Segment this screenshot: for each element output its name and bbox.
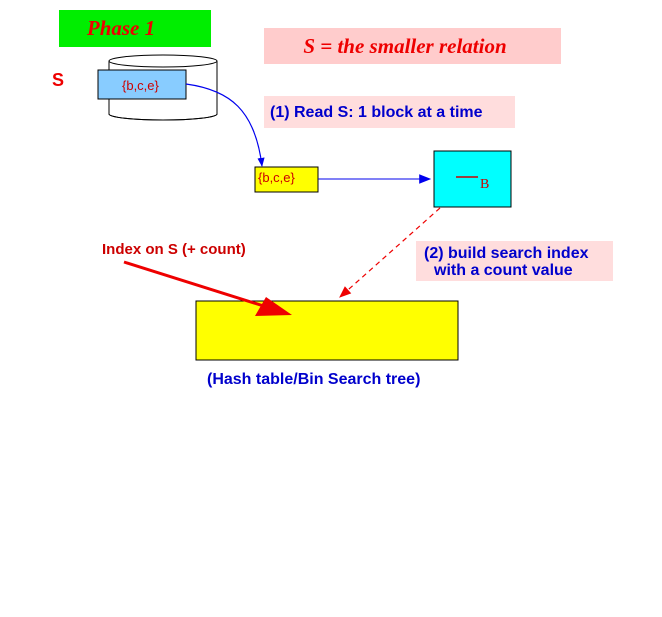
build-step-banner <box>416 241 613 281</box>
read-step-banner <box>264 96 515 128</box>
relation-title: S = the smaller relation <box>303 33 507 58</box>
relation-title-banner <box>264 28 561 64</box>
memory-block <box>254 166 319 193</box>
relation-s-label: S <box>52 70 65 90</box>
build-step-text-line1: (2) build search index <box>424 245 589 262</box>
disk-block-values: {b,c,e} <box>122 78 159 93</box>
index-table <box>195 300 459 361</box>
build-step-text-line2: with a count value <box>434 262 573 279</box>
read-arrow <box>185 83 265 167</box>
index-label: Index on S (+ count) <box>102 241 246 258</box>
read-step-text: (1) Read S: 1 block at a time <box>270 104 483 121</box>
phase-title: Phase 1 <box>86 16 156 40</box>
phase-banner <box>59 10 211 47</box>
disk-block <box>97 69 187 100</box>
build-index-arrow <box>339 207 441 298</box>
index-caption: (Hash table/Bin Search tree) <box>207 371 421 388</box>
memory-block-values: {b,c,e} <box>258 170 295 185</box>
index-pointer-line <box>123 260 271 310</box>
buffer-label: B <box>480 177 490 192</box>
buffer-box <box>433 150 512 208</box>
index-pointer-arrowhead <box>255 297 292 316</box>
